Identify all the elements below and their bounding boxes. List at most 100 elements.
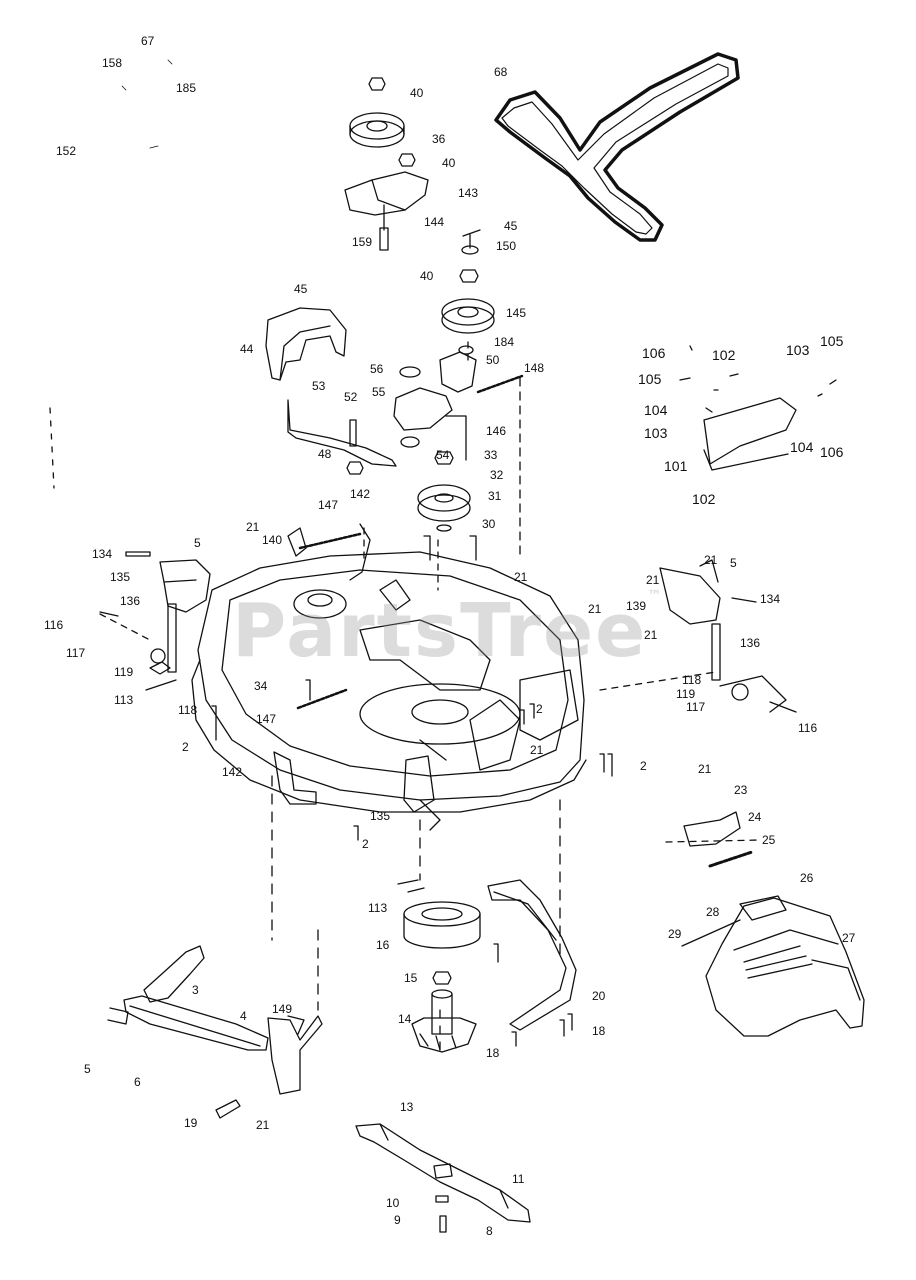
callout-label: 134 [760, 592, 781, 606]
deflector-bracket-20 [487, 879, 577, 1031]
callout-label: 102 [692, 491, 716, 507]
bolt-30b [469, 535, 477, 561]
callout-label: 144 [424, 215, 445, 229]
callout-label: 52 [344, 390, 358, 404]
callout-label: 21 [530, 743, 544, 757]
callout-label: 103 [786, 342, 810, 358]
callout-label: 119 [114, 665, 134, 679]
nut-40-b [398, 153, 416, 167]
bolt-159 [379, 227, 389, 251]
grass-chute-27 [705, 897, 865, 1037]
callout-label: 45 [504, 219, 518, 233]
spring-147-bottom [296, 688, 348, 710]
gauge-wheel-detail [703, 397, 797, 465]
mower-deck [197, 551, 585, 801]
callout-label: 147 [318, 498, 339, 512]
nut-15 [432, 971, 452, 985]
callout-label: 20 [592, 989, 606, 1003]
callout-label: 5 [730, 556, 737, 570]
callout-label: 33 [484, 448, 498, 462]
callout-label: 21 [646, 573, 660, 587]
pulley-145 [441, 298, 495, 334]
callout-label: 31 [488, 489, 502, 503]
link-136-left [167, 603, 177, 673]
callout-label: 104 [644, 402, 668, 418]
callout-label: 136 [740, 636, 761, 650]
callout-label: 50 [486, 353, 500, 367]
callout-label: 134 [92, 547, 113, 561]
callout-label: 4 [240, 1009, 247, 1023]
callout-label: 2 [362, 837, 369, 851]
watermark-text: PartsTree [232, 588, 648, 674]
spring-25 [708, 850, 754, 868]
callout-label: 56 [370, 362, 384, 376]
bolt-8 [439, 1215, 447, 1233]
nut-40-c [459, 269, 479, 283]
callout-label: 5 [84, 1062, 91, 1076]
bolt-45-b [462, 229, 481, 249]
callout-label: 143 [458, 186, 479, 200]
nut-33 [434, 451, 454, 465]
callout-label: 40 [420, 269, 434, 283]
lift-arm-6 [123, 995, 269, 1051]
callout-label: 102 [712, 347, 736, 363]
callout-label: 15 [404, 971, 418, 985]
spindle-spacer-16 [403, 901, 481, 949]
callout-label: 40 [410, 86, 424, 100]
callout-label: 103 [644, 425, 668, 441]
callout-label: 158 [102, 56, 123, 70]
callout-label: 106 [642, 345, 666, 361]
callout-label: 48 [318, 447, 332, 461]
bracket-50 [439, 351, 477, 393]
callout-label: 34 [254, 679, 268, 693]
idler-bracket [344, 171, 429, 216]
hanger-139-right [659, 567, 721, 625]
callout-label: 142 [222, 765, 243, 779]
callout-label: 53 [312, 379, 326, 393]
bracket-23 [683, 811, 741, 847]
washer-54 [400, 436, 420, 448]
callout-label: 105 [820, 333, 844, 349]
callout-label: 29 [668, 927, 682, 941]
wheel-119-left [150, 648, 166, 664]
idler-pulley-36 [349, 112, 405, 148]
bracket-53 [287, 399, 397, 467]
callout-label: 5 [194, 536, 201, 550]
callout-label: 9 [394, 1213, 401, 1227]
callout-label: 142 [350, 487, 371, 501]
rod-146 [445, 415, 467, 461]
callout-label: 159 [352, 235, 373, 249]
callout-label: 113 [114, 693, 134, 707]
callout-label: 11 [512, 1172, 525, 1186]
bolt-30a [423, 535, 431, 561]
callout-label: 117 [66, 646, 86, 660]
callout-label: 105 [638, 371, 662, 387]
callout-label: 14 [398, 1012, 412, 1026]
callout-label: 16 [376, 938, 390, 952]
callout-label: 101 [664, 458, 688, 474]
callout-label: 24 [748, 810, 762, 824]
callout-label: 30 [482, 517, 496, 531]
callout-label: 45 [294, 282, 308, 296]
callout-label: 116 [44, 618, 64, 632]
callout-label: 118 [682, 673, 702, 687]
callout-label: 40 [442, 156, 456, 170]
partstree-watermark: PartsTree™ [232, 588, 663, 674]
callout-label: 147 [256, 712, 277, 726]
link-136-right [711, 623, 721, 681]
bolt-134-right [731, 597, 757, 603]
callout-label: 25 [762, 833, 776, 847]
callout-label: 23 [734, 783, 748, 797]
callout-label: 8 [486, 1224, 493, 1238]
callout-label: 184 [494, 335, 515, 349]
callout-label: 2 [640, 759, 647, 773]
callout-label: 113 [368, 901, 388, 915]
callout-label: 119 [676, 687, 696, 701]
callout-label: 21 [644, 628, 658, 642]
hanger-135-front [403, 755, 435, 813]
washer-56 [399, 366, 421, 378]
callout-label: 106 [820, 444, 844, 460]
blade-11 [355, 1123, 531, 1223]
idler-arm-55 [393, 387, 453, 431]
